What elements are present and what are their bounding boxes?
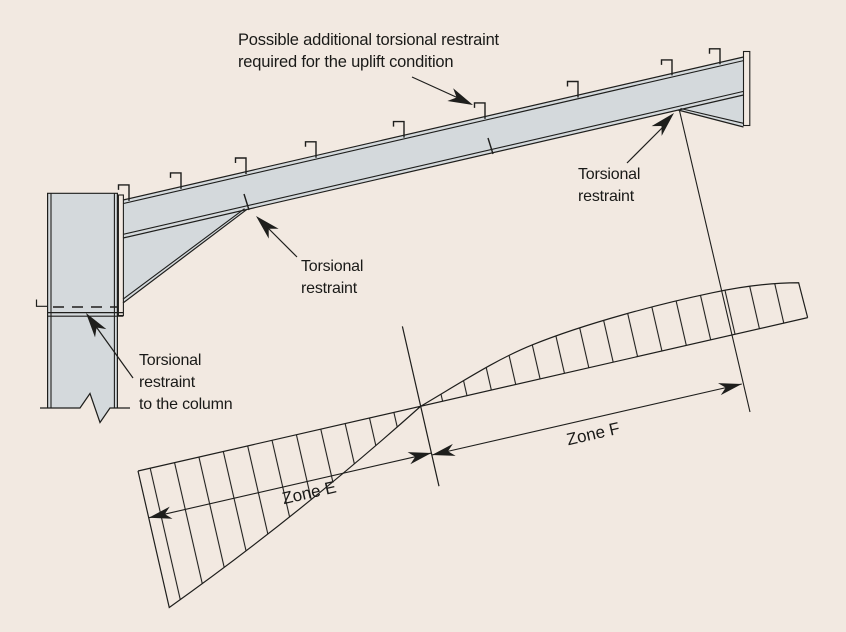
apex-end-plate (742, 50, 751, 127)
column-leader-line (91, 320, 134, 379)
rafter-bottom-flange-outer (122, 94, 744, 239)
contraflexure-line (401, 326, 440, 487)
rafter (117, 48, 751, 317)
apex-haunch-flange-inner (680, 107, 744, 124)
column-body (47, 193, 118, 423)
zone-e-dimension-line (148, 452, 432, 519)
rafter-bottom-flange-inner (122, 90, 744, 235)
text-annotations: Possible additional torsional restraint … (139, 31, 640, 413)
eaves-haunch-flange-inner (122, 208, 245, 300)
zone-e-arrow-right-icon (407, 452, 432, 465)
haunch-arrowhead-icon (256, 216, 279, 239)
column-restraint-label-line3: to the column (139, 396, 232, 413)
zone-e-region-outline (137, 405, 422, 609)
zone-f-arrow-right-icon (718, 383, 742, 396)
zone-f-region-hatch (420, 282, 808, 407)
apex-restraint-label-line1: Torsional (578, 166, 640, 183)
apex-leader-line (626, 127, 663, 164)
eaves-restraint-tick-icon (243, 193, 250, 211)
zone-e-arrow-left-icon (148, 506, 173, 519)
uplift-note-line2: required for the uplift condition (238, 53, 453, 71)
column-stay-cleat-icon (35, 299, 48, 307)
column-restraint-label-line1: Torsional (139, 352, 201, 369)
apex-restraint-label-line2: restraint (578, 188, 635, 205)
eaves-haunch-flange-outer (122, 208, 248, 304)
column-restraint-label-line2: restraint (139, 374, 196, 391)
zone-f-arrow-left-icon (431, 443, 456, 456)
column-arrowhead-icon (86, 313, 107, 338)
zone-e-region-hatch (138, 406, 421, 608)
rafter-body (123, 57, 744, 238)
moment-diagram: Zone E Zone F (137, 282, 809, 609)
uplift-restraint-tick-icon (487, 137, 494, 155)
zone-f-label: Zone F (565, 419, 622, 450)
restraint-position-line (672, 84, 751, 413)
uplift-note-line1: Possible additional torsional restraint (238, 31, 500, 49)
haunch-restraint-label-line2: restraint (301, 280, 358, 297)
zone-f-dimension-line (431, 383, 742, 456)
purlin-cleat-icons (117, 48, 721, 201)
haunch-restraint-label-line1: Torsional (301, 258, 363, 275)
uplift-arrowhead-icon (447, 88, 473, 105)
leader-arrows (86, 76, 674, 379)
column (35, 192, 130, 424)
apex-haunch-flange-outer (677, 109, 744, 128)
zone-f-region-outline (420, 282, 809, 407)
moment-datum-line (137, 317, 808, 472)
rafter-top-flange-inner (122, 60, 744, 205)
rafter-top-flange-outer (122, 56, 744, 201)
column-break-symbol-icon (40, 392, 130, 424)
apex-arrowhead-icon (651, 113, 674, 136)
eaves-end-plate (117, 194, 124, 317)
